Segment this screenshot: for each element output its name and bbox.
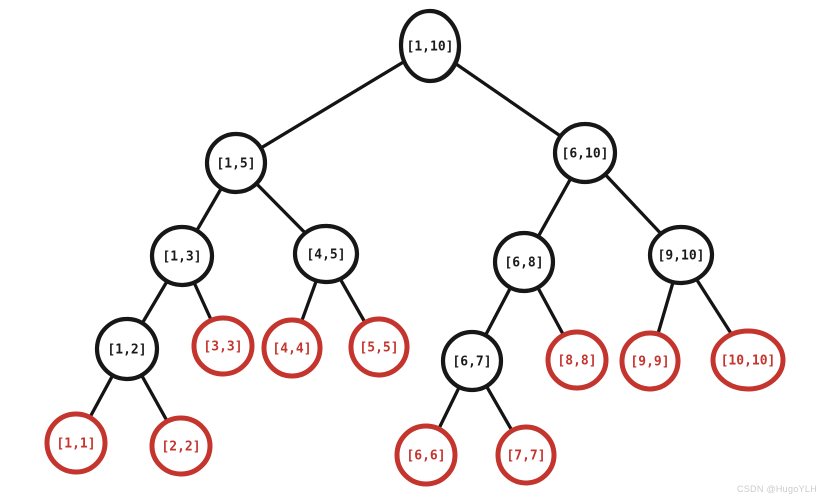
tree-node-n6_10: [6,10]: [552, 121, 618, 185]
node-circle-sketch-stroke: [401, 9, 460, 81]
node-circle-sketch-stroke: [495, 231, 553, 291]
node-interval-label: [1,2]: [107, 343, 146, 358]
node-circle-sketch-stroke: [47, 412, 106, 472]
tree-node-n6_7: [6,7]: [440, 329, 504, 393]
node-circle-sketch-stroke: [498, 425, 555, 483]
node-interval-label: [1,10]: [407, 40, 454, 55]
node-interval-label: [7,7]: [506, 449, 545, 464]
node-interval-label: [1,3]: [162, 250, 201, 265]
node-circle-sketch-stroke: [621, 331, 678, 389]
tree-node-n5_5: [5,5]: [348, 316, 410, 378]
node-circle-sketch-stroke: [350, 317, 407, 375]
tree-node-n4_4: [4,4]: [261, 317, 323, 379]
node-interval-label: [6,10]: [562, 147, 609, 162]
tree-node-n9_9: [9,9]: [619, 330, 681, 392]
node-circle-sketch-stroke: [713, 329, 783, 389]
tree-node-n3_3: [3,3]: [191, 315, 255, 377]
tree-node-n8_8: [8,8]: [545, 329, 609, 391]
node-circle-sketch-stroke: [443, 330, 501, 390]
node-interval-label: [6,7]: [452, 355, 491, 370]
node-circle-sketch-stroke: [194, 316, 253, 375]
tree-node-n1_3: [1,3]: [149, 224, 215, 288]
node-interval-label: [4,4]: [272, 342, 311, 357]
tree-node-n4_5: [4,5]: [292, 223, 360, 285]
node-interval-label: [1,5]: [216, 157, 255, 172]
node-circle-sketch-stroke: [152, 225, 213, 286]
node-circle-sketch-stroke: [294, 223, 357, 283]
tree-node-n1_10: [1,10]: [398, 8, 462, 84]
node-interval-label: [9,9]: [630, 355, 669, 370]
csdn-watermark: CSDN @HugoYLH: [736, 484, 817, 494]
tree-node-n7_7: [7,7]: [495, 424, 557, 486]
node-circle-sketch-stroke: [397, 424, 455, 484]
node-circle-sketch-stroke: [96, 317, 157, 379]
node-interval-label: [4,5]: [306, 248, 345, 263]
node-circle-sketch-stroke: [650, 224, 713, 284]
node-interval-label: [2,2]: [161, 440, 200, 455]
tree-node-n6_6: [6,6]: [394, 423, 458, 487]
node-circle-sketch-stroke: [264, 318, 320, 376]
tree-node-n1_2: [1,2]: [94, 316, 160, 382]
node-interval-label: [8,8]: [557, 354, 596, 369]
node-circle-sketch-stroke: [151, 416, 210, 475]
node-circle-sketch-stroke: [206, 132, 265, 192]
tree-node-n1_1: [1,1]: [44, 411, 108, 475]
tree-edge-n1_10-n1_5: [235, 44, 431, 165]
node-circle-sketch-stroke: [555, 122, 615, 182]
node-interval-label: [5,5]: [359, 341, 398, 356]
tree-node-n2_2: [2,2]: [149, 415, 213, 477]
tree-node-n10_10: [10,10]: [710, 328, 786, 392]
node-circle-sketch-stroke: [548, 330, 607, 389]
node-interval-label: [6,8]: [504, 256, 543, 271]
node-interval-label: [3,3]: [203, 340, 242, 355]
node-interval-label: [1,1]: [56, 437, 95, 452]
node-interval-label: [10,10]: [721, 354, 776, 369]
node-interval-label: [6,6]: [406, 449, 445, 464]
node-interval-label: [9,10]: [658, 249, 705, 264]
tree-node-n9_10: [9,10]: [647, 224, 715, 286]
tree-node-n1_5: [1,5]: [204, 131, 268, 195]
tree-node-n6_8: [6,8]: [492, 230, 556, 294]
